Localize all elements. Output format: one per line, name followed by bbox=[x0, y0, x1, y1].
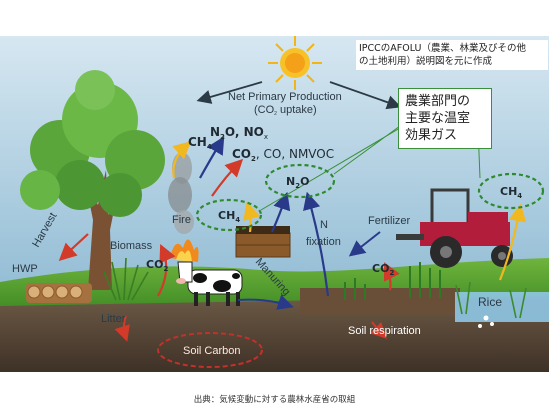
soil-carbon-ring bbox=[157, 332, 263, 368]
ch4-top-label: CH4 bbox=[188, 135, 212, 151]
callout-line-2: 主要な温室 bbox=[405, 111, 471, 126]
co2-soil-label: CO2 bbox=[372, 262, 394, 277]
source-note-line-1: IPCCのAFOLU（農業、林業及びその他 bbox=[359, 43, 527, 54]
npp-arrow-right bbox=[329, 81, 402, 110]
callout-line-ch4 bbox=[260, 127, 401, 211]
rice-label: Rice bbox=[478, 295, 502, 309]
co2-biomass-label: CO2 bbox=[146, 258, 168, 273]
hwp-label: HWP bbox=[12, 263, 38, 275]
arrow-fire-ch4 bbox=[172, 141, 192, 179]
arrow-fertilizer bbox=[348, 231, 381, 257]
n-fixation-label-2: fixation bbox=[306, 236, 341, 248]
ch4-right-label: CH4 bbox=[500, 185, 522, 200]
n2o-circle bbox=[264, 163, 336, 199]
arrow-manure-ch4 bbox=[243, 201, 261, 233]
cow-icon bbox=[176, 261, 243, 306]
net-primary-label: Net Primary Production bbox=[228, 91, 342, 103]
arrow-litter bbox=[114, 315, 130, 342]
npp-arrow-left bbox=[196, 81, 263, 104]
biomass-label: Biomass bbox=[110, 240, 153, 252]
manure-box bbox=[235, 226, 291, 258]
soil-layer bbox=[0, 296, 549, 372]
n2o-nox-label: N2O, NOx bbox=[210, 125, 268, 141]
plowed-field bbox=[300, 288, 460, 314]
source-note-line-2: の土地利用）説明図を元に作成 bbox=[359, 56, 493, 67]
arrow-fire-co2 bbox=[211, 158, 244, 197]
arrow-fire-n2o bbox=[199, 136, 225, 179]
arrow-manuring bbox=[237, 294, 294, 310]
arrow-soil-co2 bbox=[384, 262, 400, 291]
arrow-biomass-co2 bbox=[157, 243, 176, 297]
arrow-manure-n2o bbox=[270, 191, 291, 233]
n-fixation-label-1: N bbox=[320, 219, 328, 231]
n2o-circle-label: N2O bbox=[286, 175, 309, 190]
arrow-rice-ch4 bbox=[498, 203, 527, 281]
arrow-harvest bbox=[58, 233, 89, 261]
biomass-grass bbox=[103, 257, 149, 301]
arrow-soil-respiration bbox=[369, 321, 387, 339]
ghg-callout-box: 農業部門の 主要な温室 効果ガス bbox=[398, 88, 492, 149]
sun-icon bbox=[268, 36, 322, 90]
rice-plants bbox=[455, 281, 527, 319]
source-caption: 出典：気候変動に対する農林水産省の取組 bbox=[193, 395, 356, 405]
soil-carbon-label: Soil Carbon bbox=[183, 345, 240, 357]
crop-plants bbox=[344, 262, 441, 300]
fire-icon bbox=[168, 152, 199, 262]
co2-co-nmvoc-label: CO2, CO, NMVOC bbox=[232, 147, 334, 163]
soil-respiration-label: Soil respiration bbox=[348, 325, 421, 337]
arrow-soil-n2o bbox=[303, 191, 330, 297]
fertilizer-label: Fertilizer bbox=[368, 215, 411, 227]
methane-bubbles bbox=[478, 315, 494, 328]
callout-line-1: 農業部門の bbox=[405, 94, 471, 109]
ch4-circle bbox=[195, 198, 263, 232]
rice-paddy-water bbox=[455, 292, 549, 322]
tree bbox=[20, 70, 165, 290]
tractor-icon bbox=[396, 188, 513, 268]
source-note-box: IPCCのAFOLU（農業、林業及びその他 の土地利用）説明図を元に作成 bbox=[356, 40, 548, 70]
litter-label: Litter bbox=[101, 313, 126, 325]
ch4-circle-label: CH4 bbox=[218, 209, 240, 224]
co2-uptake-label: (CO2 uptake) bbox=[254, 104, 317, 117]
callout-line-3: 効果ガス bbox=[405, 128, 458, 143]
ch4-right-circle bbox=[477, 172, 545, 210]
fire-label: Fire bbox=[172, 214, 191, 226]
woodpile-icon bbox=[26, 283, 92, 303]
